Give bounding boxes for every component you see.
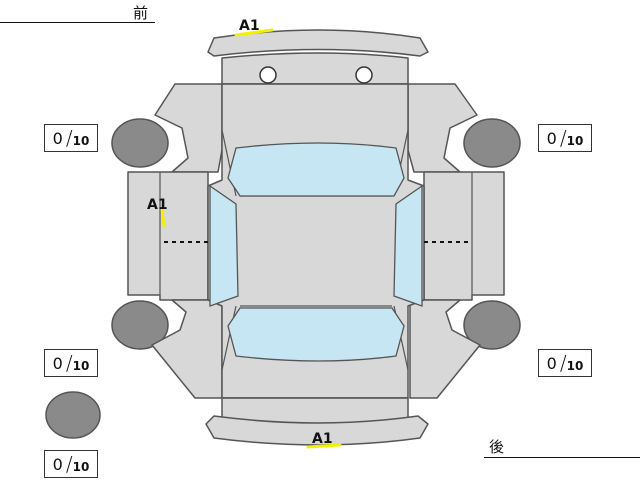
front-direction-line: [0, 22, 155, 23]
tire-denominator: 10: [72, 460, 90, 474]
tire-denominator: 10: [566, 359, 584, 373]
rear-bumper-damage-code: A1: [312, 431, 333, 447]
front-left-tire: [111, 118, 169, 168]
front-right-tire: [463, 118, 521, 168]
right-rear-quarter-panel: [409, 299, 481, 399]
left-side-window: [209, 184, 239, 307]
rear-left-tire: [111, 300, 169, 350]
tire-denominator: 10: [72, 359, 90, 373]
right-front-fender-panel: [407, 83, 478, 173]
tire-value: 0: [546, 128, 557, 148]
rear-bumper-panel: [205, 415, 429, 446]
tire-value: 0: [52, 454, 63, 474]
front-bumper-damage-code: A1: [239, 18, 260, 34]
hood-panel: [221, 52, 409, 85]
right-side-panel: [423, 171, 505, 301]
tire-denominator: 10: [566, 134, 584, 148]
rear-direction-label: 後: [489, 438, 505, 456]
front-bumper-damage-marker: [234, 28, 274, 37]
right-headlight-icon: [355, 66, 373, 84]
windshield: [227, 142, 405, 197]
left-door-damage-code: A1: [147, 197, 168, 213]
left-side-panel: [127, 171, 209, 301]
front-direction-label: 前: [133, 4, 149, 22]
right-side-window: [393, 184, 423, 307]
spare-tire-box: 0/10: [44, 450, 98, 478]
rear-right-tire: [463, 300, 521, 350]
rear-bumper-damage-marker: [306, 443, 342, 449]
rear-direction-line: [484, 457, 640, 458]
tire-denominator: 10: [72, 134, 90, 148]
rear-window: [227, 307, 405, 362]
rear-left-tire-box: 0/10: [44, 349, 98, 377]
front-bumper-panel: [207, 29, 429, 57]
rear-right-tire-box: 0/10: [538, 349, 592, 377]
left-door-damage-marker: [160, 208, 166, 228]
front-right-tire-box: 0/10: [538, 124, 592, 152]
left-headlight-icon: [259, 66, 277, 84]
left-front-fender-panel: [154, 83, 223, 173]
tire-value: 0: [546, 353, 557, 373]
front-left-tire-box: 0/10: [44, 124, 98, 152]
tire-value: 0: [52, 128, 63, 148]
spare-tire: [45, 391, 101, 439]
tire-value: 0: [52, 353, 63, 373]
